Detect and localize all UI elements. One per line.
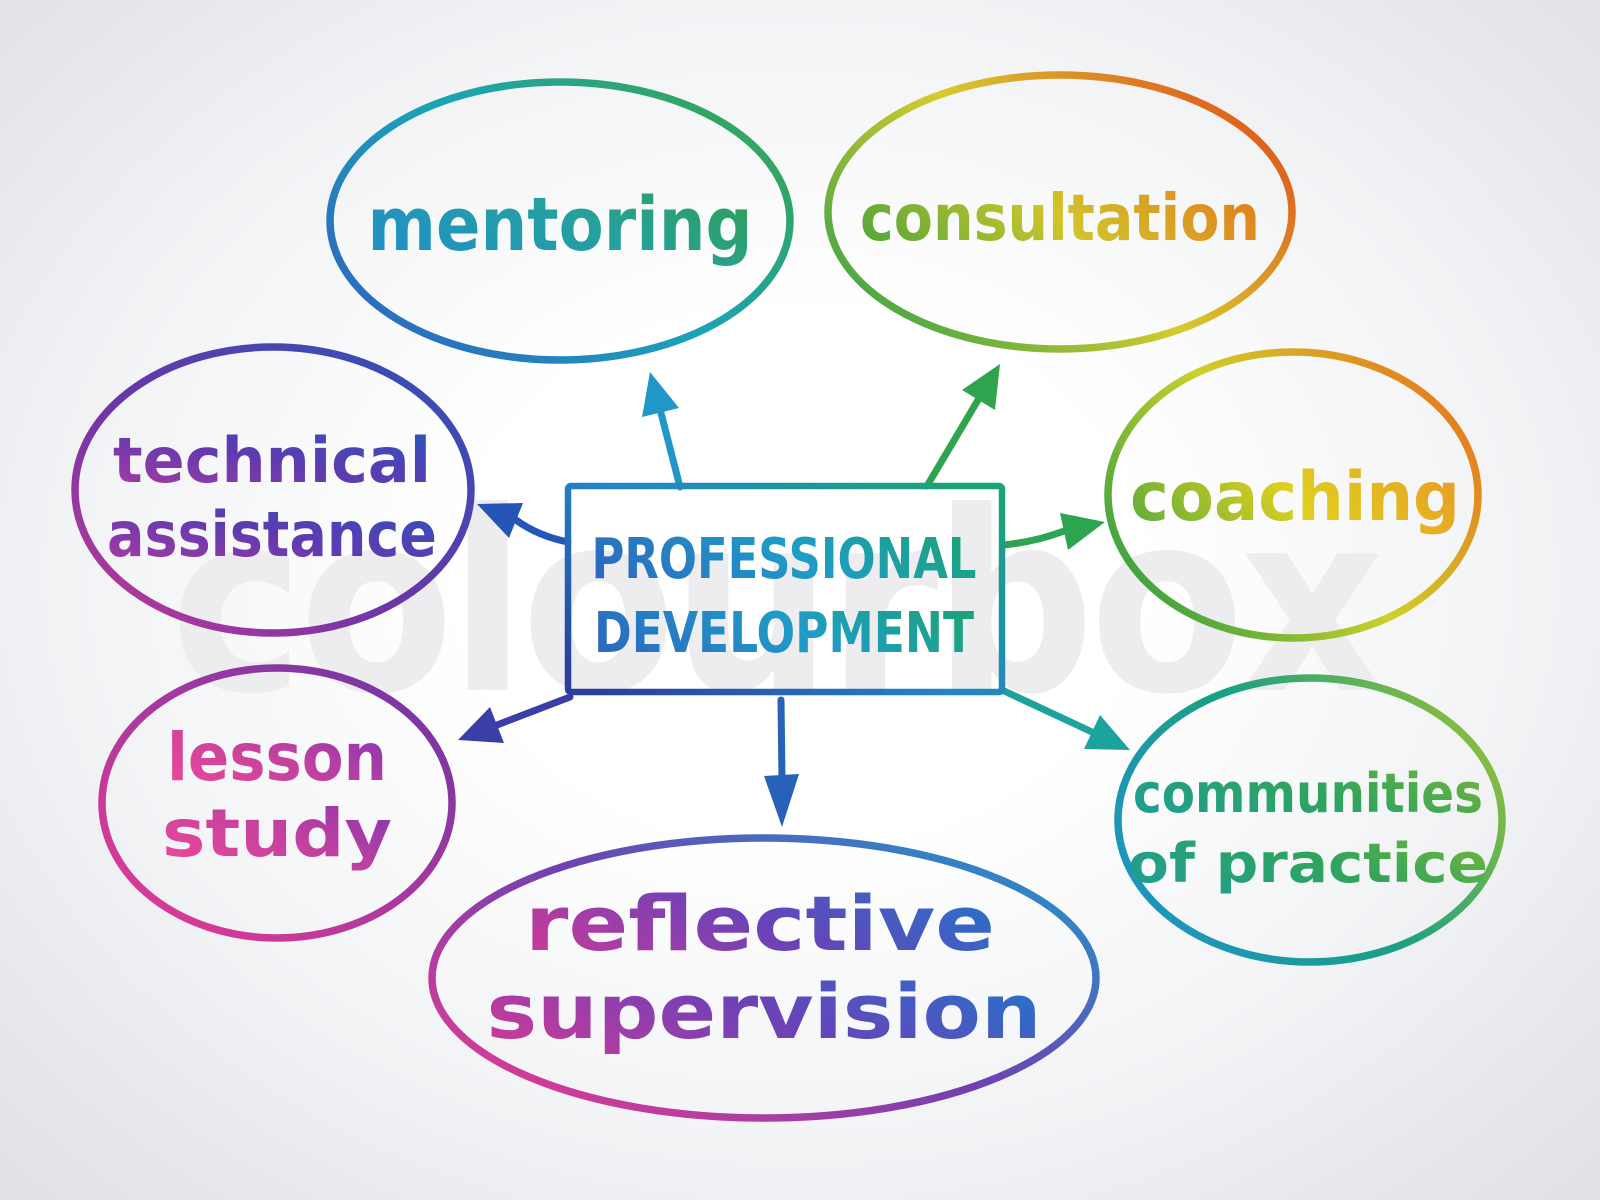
node-lesson-study-label-line1: lesson xyxy=(167,719,387,796)
node-mentoring: mentoring xyxy=(326,78,794,364)
arrow-to-coaching xyxy=(999,513,1105,550)
node-coaching-label: coaching xyxy=(1130,458,1460,537)
node-consultation: consultation xyxy=(824,71,1296,353)
center-node-professional-development: PROFESSIONAL DEVELOPMENT xyxy=(564,482,1006,696)
node-communities-of-practice: communities of practice xyxy=(1114,674,1506,966)
node-reflective-supervision-label-line1: reflective xyxy=(525,879,995,968)
node-technical-assistance-label-line2: assistance xyxy=(107,498,437,571)
node-technical-assistance: technical assistance xyxy=(71,343,475,637)
node-reflective-supervision-label-line2: supervision xyxy=(487,967,1042,1056)
node-lesson-study-label-line2: study xyxy=(162,795,392,872)
arrow-to-reflective-supervision xyxy=(764,696,799,827)
node-communities-of-practice-label-line2: of practice xyxy=(1128,832,1488,895)
node-consultation-label: consultation xyxy=(860,182,1260,256)
node-coaching: coaching xyxy=(1104,348,1482,642)
arrow-to-technical-assistance xyxy=(477,503,572,546)
node-lesson-study: lesson study xyxy=(98,664,456,942)
arrow-to-consultation xyxy=(923,364,1000,490)
arrow-to-communities-of-practice xyxy=(998,686,1130,750)
node-communities-of-practice-label-line1: communities xyxy=(1133,762,1483,825)
node-technical-assistance-label-line1: technical xyxy=(113,424,431,497)
center-node-label-line1: PROFESSIONAL xyxy=(592,527,977,592)
node-mentoring-label: mentoring xyxy=(368,182,753,268)
center-node-label-line2: DEVELOPMENT xyxy=(594,601,974,666)
node-reflective-supervision: reflective supervision xyxy=(428,834,1100,1122)
arrow-to-mentoring xyxy=(642,372,684,491)
arrow-to-lesson-study xyxy=(458,693,574,743)
